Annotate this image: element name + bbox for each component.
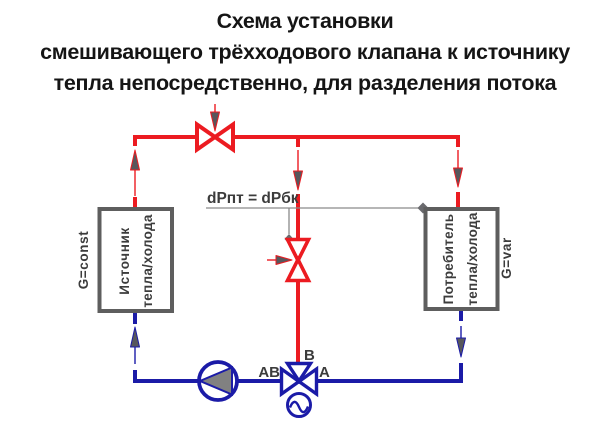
- balance-valve: [284, 237, 312, 283]
- supply-pipes: [133, 135, 460, 364]
- title-line-1: Схема установки: [216, 9, 394, 33]
- balance-valve-bottom-wedge: [284, 255, 312, 283]
- top-valve-right-wedge: [211, 120, 235, 154]
- three-way-valve-port-b-wedge: [284, 361, 314, 385]
- diagram-title: Схема установки смешивающего трёхходовог…: [0, 6, 610, 99]
- source-box-label-line1: Источник: [117, 227, 132, 294]
- consumer-box: [423, 207, 500, 311]
- three-way-valve-port-ab-wedge: [279, 365, 302, 398]
- arrowhead-into-balance-valve: [275, 255, 293, 265]
- arrowhead-left-riser-up: [130, 149, 140, 171]
- top-bypass-valve: [195, 120, 235, 154]
- three-way-valve: [279, 361, 319, 418]
- impulse-lines: [206, 207, 423, 234]
- consumer-box-label-line2: тепла/холода: [465, 212, 480, 306]
- port-label-ab: AB: [258, 364, 280, 381]
- pressure-equation-label: dPпт = dPбк: [207, 190, 299, 207]
- pump-impeller-triangle: [197, 365, 233, 397]
- top-valve-left-wedge: [195, 120, 219, 154]
- consumer-box-label-line1: Потребитель: [441, 214, 456, 305]
- consumer-flow-label: G=var: [499, 237, 514, 279]
- arrowhead-into-top-valve: [210, 111, 220, 132]
- port-label-b: B: [304, 347, 315, 364]
- arrowhead-return-left-up: [130, 326, 140, 348]
- source-box-label-line2: тепла/холода: [140, 214, 155, 308]
- flow-arrowheads: [130, 111, 466, 358]
- title-line-3: тепла непосредственно, для разделения по…: [53, 71, 557, 95]
- arrowhead-mid-riser-down: [293, 170, 303, 191]
- title-line-2: смешивающего трёхходового клапана к исто…: [40, 40, 570, 64]
- port-label-a: A: [319, 364, 330, 381]
- source-flow-label: G=const: [76, 231, 91, 290]
- arrowhead-return-right-down: [456, 337, 466, 358]
- balance-valve-top-wedge: [284, 237, 312, 265]
- source-box: [97, 207, 174, 313]
- pump: [197, 360, 239, 402]
- valve-actuator-wave-icon: [288, 400, 310, 414]
- three-way-valve-port-a-wedge: [296, 365, 319, 398]
- arrowhead-right-riser-down: [453, 167, 463, 188]
